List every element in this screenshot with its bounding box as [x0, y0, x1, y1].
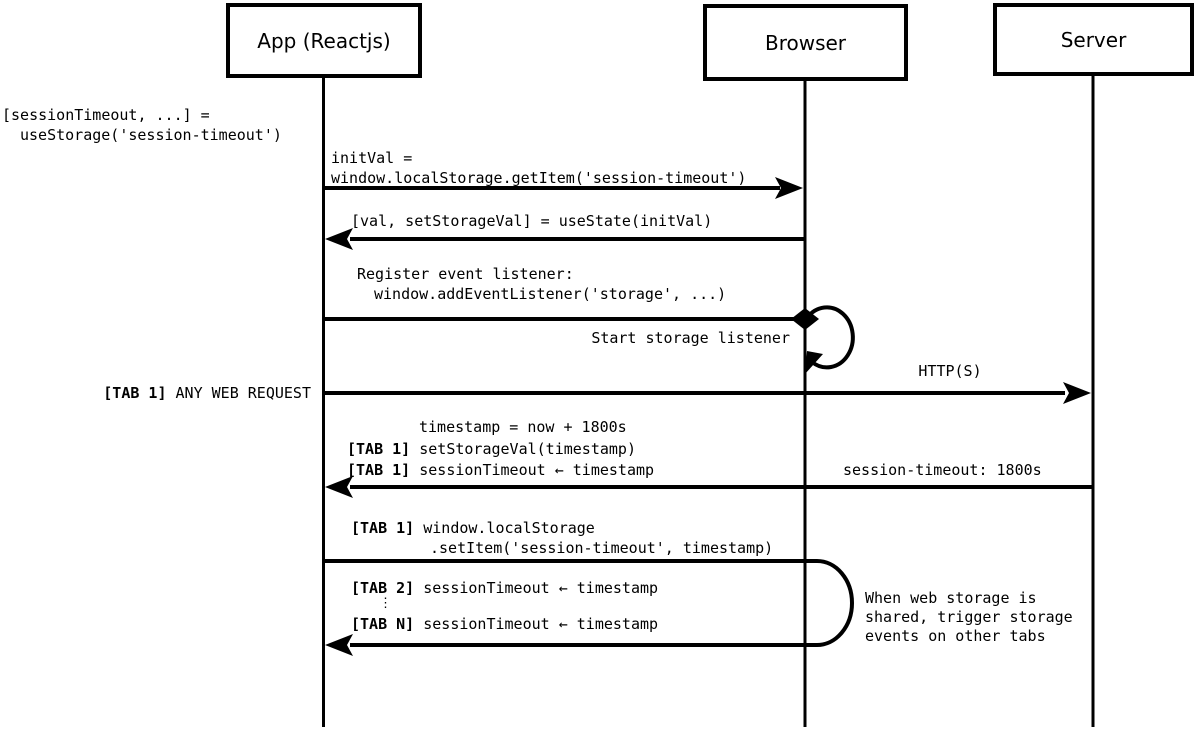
arrow-response — [325, 476, 1093, 498]
arrowhead-left-icon — [325, 476, 353, 498]
msg-register-line2: window.addEventListener('storage', ...) — [374, 285, 727, 303]
msg-response-header: session-timeout: 1800s — [843, 461, 1042, 479]
arrow-http-request — [325, 382, 1091, 404]
msg-assign-tab2-tab: [TAB 2] — [351, 579, 415, 597]
msg-assign-tab2-text: sessionTimeout ← timestamp — [414, 579, 659, 597]
arrowhead-left-icon — [325, 634, 353, 656]
arrowhead-right-icon — [1063, 382, 1091, 404]
msg-use-state: [val, setStorageVal] = useState(initVal) — [351, 212, 713, 230]
msg-set-item-line2: .setItem('session-timeout', timestamp) — [430, 539, 774, 557]
actor-server-label: Server — [1060, 27, 1127, 52]
msg-assign-tab1-text: sessionTimeout ← timestamp — [410, 461, 655, 479]
msg-assign-tab2: [TAB 2] sessionTimeout ← timestamp — [351, 579, 658, 598]
actor-browser: Browser — [703, 4, 908, 81]
arrow-register-listener — [325, 308, 819, 330]
note-hook-line1: [sessionTimeout, ...] = — [2, 106, 210, 124]
msg-assign-tab1: [TAB 1] sessionTimeout ← timestamp — [347, 461, 654, 480]
note-shared-line3: events on other tabs — [865, 627, 1046, 645]
msg-web-request-tab: [TAB 1] — [103, 384, 167, 402]
msg-set-item-text: window.localStorage — [414, 519, 595, 537]
msg-get-item-line2: window.localStorage.getItem('session-tim… — [331, 169, 747, 187]
note-shared-line1: When web storage is — [865, 589, 1037, 607]
msg-assign-tabn-tab: [TAB N] — [351, 615, 415, 633]
actor-server: Server — [993, 3, 1194, 76]
self-loop-storage-listener — [805, 305, 855, 374]
msg-set-item-tab: [TAB 1] — [351, 519, 415, 537]
msg-assign-tabn: [TAB N] sessionTimeout ← timestamp — [351, 615, 658, 634]
note-hook-line2: useStorage('session-timeout') — [20, 126, 282, 144]
arrow-use-state — [325, 228, 805, 250]
arrowhead-left-icon — [325, 228, 353, 250]
msg-http-label: HTTP(S) — [918, 362, 982, 380]
actor-app-label: App (Reactjs) — [257, 28, 391, 53]
msg-set-storage-val: [TAB 1] setStorageVal(timestamp) — [347, 440, 636, 459]
msg-set-item-line1: [TAB 1] window.localStorage — [351, 519, 595, 538]
msg-set-storage-val-text: setStorageVal(timestamp) — [410, 440, 636, 458]
msg-register-line1: Register event listener: — [357, 265, 574, 283]
arrowhead-loop-icon — [805, 351, 823, 374]
msg-assign-tabn-text: sessionTimeout ← timestamp — [414, 615, 659, 633]
msg-assign-tab1-tab: [TAB 1] — [347, 461, 411, 479]
arrow-setitem-loopback — [325, 559, 854, 656]
actor-browser-label: Browser — [764, 30, 847, 55]
arrowhead-right-icon — [775, 177, 803, 199]
arrow-get-item — [325, 177, 803, 199]
msg-set-storage-val-tab: [TAB 1] — [347, 440, 411, 458]
msg-web-request: [TAB 1] ANY WEB REQUEST — [51, 384, 311, 403]
msg-timestamp-calc: timestamp = now + 1800s — [419, 418, 627, 436]
actor-app: App (Reactjs) — [226, 3, 422, 78]
msg-start-listener: Start storage listener — [591, 329, 790, 347]
msg-tabs-ellipsis: ⋮ — [379, 596, 392, 611]
note-shared-line2: shared, trigger storage — [865, 608, 1073, 626]
msg-web-request-text: ANY WEB REQUEST — [166, 384, 311, 402]
msg-get-item-line1: initVal = — [331, 149, 413, 167]
